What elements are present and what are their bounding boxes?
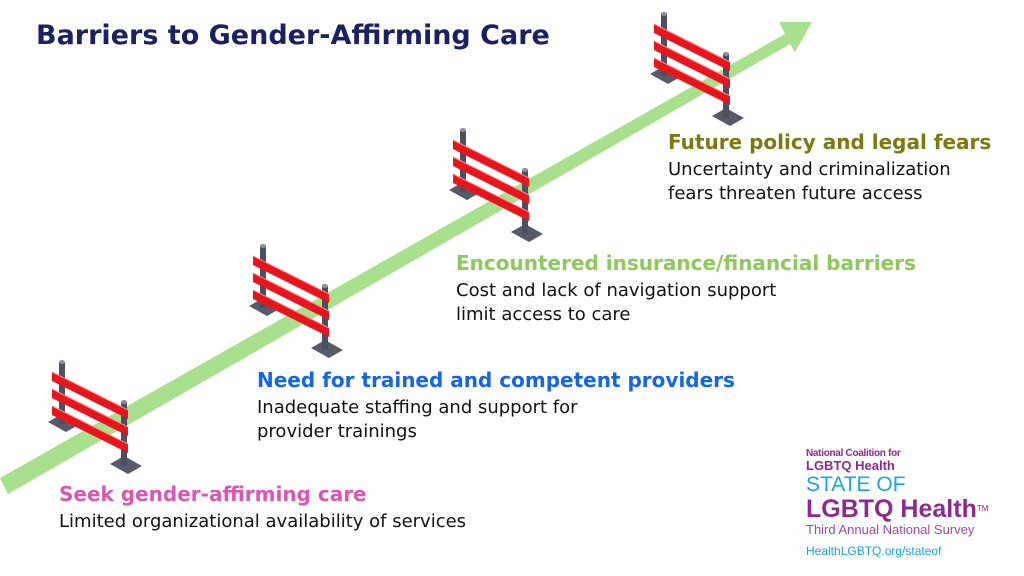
logo-url-link[interactable]: HealthLGBTQ.org/stateof	[806, 544, 942, 558]
step-heading: Seek gender-affirming care	[59, 482, 367, 506]
step-heading: Future policy and legal fears	[668, 130, 992, 154]
step-future-policy: Future policy and legal fears Uncertaint…	[668, 130, 991, 206]
logo-org-line2: LGBTQ Health	[806, 458, 895, 473]
step-insurance-barriers: Encountered insurance/financial barriers…	[456, 251, 916, 327]
step-trained-providers: Need for trained and competent providers…	[257, 368, 735, 444]
step-description: Limited organizational availability of s…	[59, 511, 467, 532]
logo-state-of: STATE OF	[806, 473, 906, 496]
step-heading: Encountered insurance/financial barriers	[456, 251, 916, 275]
step-description: Uncertainty and criminalization	[668, 159, 951, 180]
step-seek-care: Seek gender-affirming care Limited organ…	[59, 482, 466, 534]
logo-lgbtq-health: LGBTQ Health	[806, 495, 977, 523]
step-description: Inadequate staffing and support for	[257, 397, 578, 418]
state-of-lgbtq-health-logo: National Coalition for LGBTQ Health STAT…	[806, 448, 989, 559]
logo-subtitle: Third Annual National Survey	[806, 522, 975, 537]
arrow-path	[0, 22, 812, 494]
step-description: fears threaten future access	[668, 183, 923, 204]
logo-trademark: TM	[976, 504, 989, 513]
step-description: limit access to care	[456, 304, 631, 325]
logo-org-line1: National Coalition for	[806, 448, 901, 459]
step-description: provider trainings	[257, 421, 417, 442]
step-description: Cost and lack of navigation support	[456, 280, 777, 301]
step-heading: Need for trained and competent providers	[257, 368, 735, 392]
page-title: Barriers to Gender-Affirming Care	[36, 20, 550, 51]
